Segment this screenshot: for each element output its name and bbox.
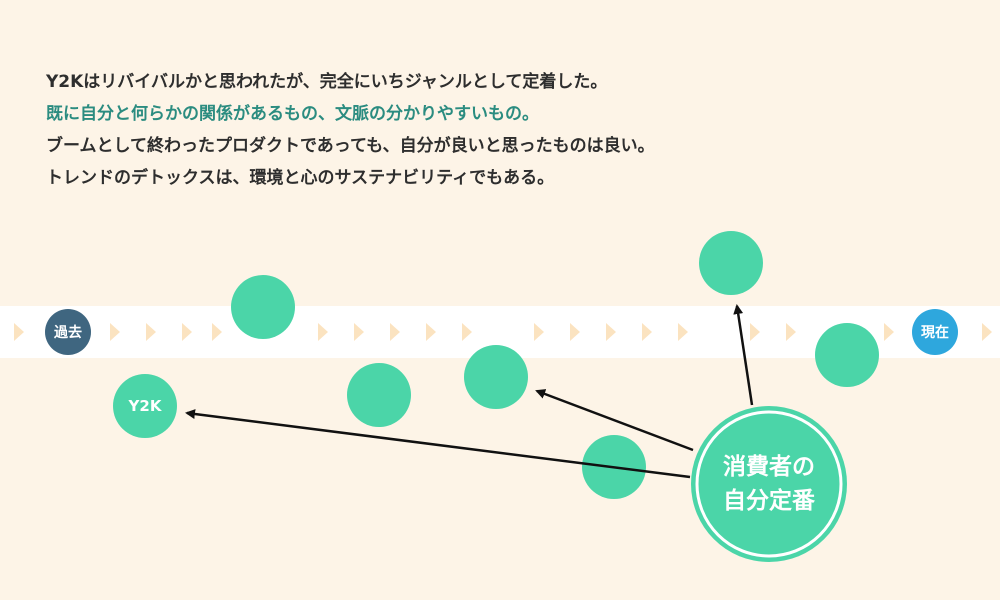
trend-bubbles bbox=[113, 231, 879, 499]
chevron-icon bbox=[146, 323, 156, 341]
chevron-icon bbox=[354, 323, 364, 341]
trend-bubble bbox=[464, 345, 528, 409]
y2k-bubble bbox=[113, 374, 177, 438]
chevron-icon bbox=[678, 323, 688, 341]
arrow-to-top-bubble bbox=[733, 304, 754, 406]
chevron-icon bbox=[570, 323, 580, 341]
main-node-label-line2: 自分定番 bbox=[723, 488, 815, 514]
timeline-start-badge: 過去 bbox=[45, 309, 91, 355]
headline-text-block: Y2Kはリバイバルかと思われたが、完全にいちジャンルとして定着した。 既に自分と… bbox=[46, 66, 946, 194]
chevron-icon bbox=[390, 323, 400, 341]
main-node-outer bbox=[691, 406, 847, 562]
chevron-icon bbox=[606, 323, 616, 341]
timeline-chevrons bbox=[14, 323, 992, 341]
main-node-label-line1: 消費者の bbox=[723, 454, 815, 480]
chevron-icon bbox=[642, 323, 652, 341]
chevron-icon bbox=[786, 323, 796, 341]
timeline-end-badge: 現在 bbox=[912, 309, 958, 355]
chevron-icon bbox=[426, 323, 436, 341]
chevron-icon bbox=[182, 323, 192, 341]
chevron-icon bbox=[982, 323, 992, 341]
trend-bubble bbox=[347, 363, 411, 427]
text-line-4: トレンドのデトックスは、環境と心のサステナビリティでもある。 bbox=[46, 168, 555, 188]
arrow-to-y2k bbox=[185, 409, 691, 479]
chevron-icon bbox=[750, 323, 760, 341]
chevron-icon bbox=[14, 323, 24, 341]
chevron-icon bbox=[884, 323, 894, 341]
chevron-icon bbox=[318, 323, 328, 341]
trend-bubble bbox=[815, 323, 879, 387]
text-line-2-accent: 既に自分と何らかの関係があるもの、文脈の分かりやすいもの。 bbox=[46, 104, 539, 124]
y2k-bubble-label: Y2K bbox=[128, 397, 162, 415]
chevron-icon bbox=[534, 323, 544, 341]
text-line-1: Y2Kはリバイバルかと思われたが、完全にいちジャンルとして定着した。 bbox=[46, 72, 608, 92]
main-node-ring bbox=[695, 410, 843, 558]
chevron-icon bbox=[462, 323, 472, 341]
trend-bubble bbox=[231, 275, 295, 339]
text-line-3: ブームとして終わったプロダクトであっても、自分が良いと思ったものは良い。 bbox=[46, 136, 655, 156]
chevron-icon bbox=[110, 323, 120, 341]
main-node-label: 消費者の 自分定番 bbox=[695, 410, 843, 558]
trend-bubble bbox=[699, 231, 763, 295]
arrows bbox=[185, 304, 754, 479]
chevron-icon bbox=[212, 323, 222, 341]
arrow-to-bubble bbox=[535, 389, 694, 452]
